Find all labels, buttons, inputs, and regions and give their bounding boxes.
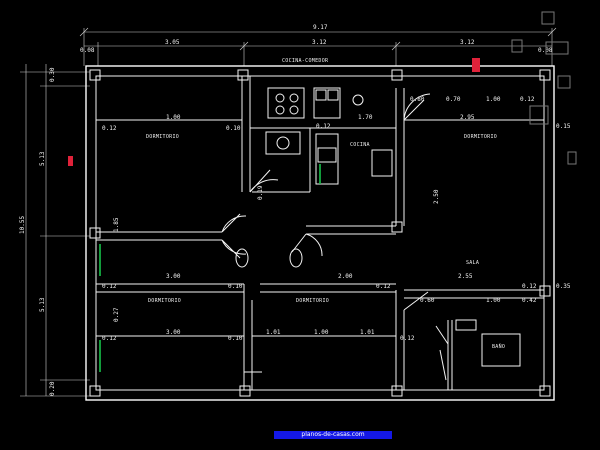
markers <box>68 11 577 166</box>
dim-top-seg-1: 0.08 <box>80 47 95 54</box>
dim-r: 0.19 <box>257 185 264 200</box>
dim-m1: 3.00 <box>166 273 181 280</box>
dim-left-total: 10.55 <box>19 216 26 234</box>
dim-q2: 0.12 <box>522 283 537 290</box>
dim-e2: 1.00 <box>486 297 501 304</box>
dim-t: 1.70 <box>358 114 373 121</box>
dim-e: 1.00 <box>486 96 501 103</box>
dim-i1: 0.10 <box>226 125 241 132</box>
windows <box>99 164 321 372</box>
dim-left-bottom-small: 0.20 <box>49 381 56 396</box>
dim-b1: 0.12 <box>102 125 117 132</box>
room-label-bed-2: DORMITORIO <box>464 134 497 140</box>
dim-o: 0.35 <box>556 283 571 290</box>
dim-q3: 0.12 <box>400 335 415 342</box>
room-label-bed-1: DORMITORIO <box>146 134 179 140</box>
dim-m2: 3.00 <box>166 329 181 336</box>
door-swings <box>221 93 449 373</box>
room-label-bath: BAÑO <box>492 343 505 350</box>
dim-i3: 0.10 <box>228 335 243 342</box>
dim-d: 0.70 <box>446 96 461 103</box>
dim-b4: 0.12 <box>102 283 117 290</box>
dim-k: 0.60 <box>420 297 435 304</box>
top-dimension-chain <box>79 27 557 66</box>
dim-j: 2.00 <box>338 273 353 280</box>
dim-top-seg-2: 3.05 <box>165 39 180 46</box>
dim-a: 1.00 <box>166 114 181 121</box>
dim-n2: 1.01 <box>360 329 375 336</box>
dim-f: 2.95 <box>460 114 475 121</box>
bath-fixtures <box>235 248 521 381</box>
dim-b5: 0.12 <box>102 335 117 342</box>
left-dimension-chain <box>20 64 90 397</box>
dim-i2: 0.10 <box>228 283 243 290</box>
dim-p: 2.55 <box>458 273 473 280</box>
dim-left-upper: 5.13 <box>39 151 46 166</box>
structural-columns <box>89 69 551 397</box>
room-label-kitchen: COCINA <box>350 142 370 148</box>
credit-bar[interactable]: planos-de-casas.com <box>274 431 392 439</box>
room-label-bed-4: DORMITORIO <box>296 298 329 304</box>
room-label-bed-3: DORMITORIO <box>148 298 181 304</box>
dim-top-seg-3: 3.12 <box>312 39 327 46</box>
dim-s: 0.27 <box>113 307 120 322</box>
outer-walls <box>85 65 555 401</box>
room-label-top: COCINA-COMEDOR <box>282 58 329 64</box>
dim-u: 1.85 <box>113 217 120 232</box>
dim-h: 2.50 <box>433 189 440 204</box>
room-label-sala: SALA <box>466 260 479 266</box>
dim-top-seg-4: 3.12 <box>460 39 475 46</box>
dim-b3: 0.12 <box>520 96 535 103</box>
dim-q1: 0.12 <box>376 283 391 290</box>
dim-left-top-small: 0.30 <box>49 67 56 82</box>
dim-left-lower: 5.13 <box>39 297 46 312</box>
dim-b2: 0.12 <box>316 123 331 130</box>
interior-walls <box>96 76 544 390</box>
dim-g: 0.15 <box>556 123 571 130</box>
dim-total-width: 9.17 <box>313 24 328 31</box>
kitchen-fixtures <box>265 87 393 185</box>
dim-l: 0.42 <box>522 297 537 304</box>
dim-n1: 1.01 <box>266 329 281 336</box>
dim-top-right: 0.08 <box>538 47 553 54</box>
dim-e3: 1.00 <box>314 329 329 336</box>
dim-c: 0.80 <box>410 96 425 103</box>
